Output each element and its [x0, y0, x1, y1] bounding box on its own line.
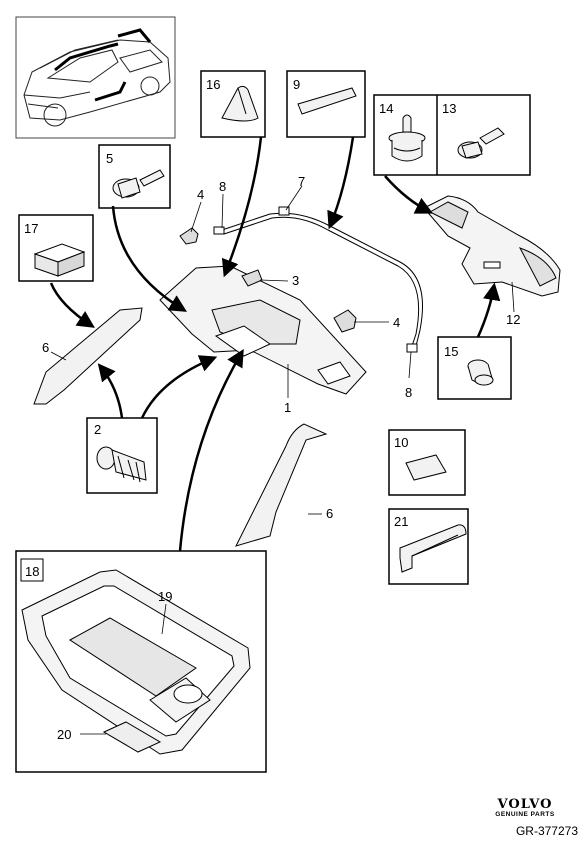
part-21-box	[388, 508, 469, 585]
callout-6-left: 6	[42, 340, 49, 355]
callout-20: 20	[57, 727, 71, 742]
part-10-box	[388, 429, 466, 496]
callout-8-upper: 8	[219, 179, 226, 194]
headliner-assembly	[159, 265, 367, 395]
callout-16: 16	[206, 77, 220, 92]
part-18-box	[15, 550, 267, 773]
part-15-box	[437, 336, 512, 400]
leader-lines	[50, 185, 515, 735]
brand-logo-text: VOLVO	[497, 797, 553, 812]
callout-7: 7	[298, 174, 305, 189]
callout-9: 9	[293, 77, 300, 92]
part-5-box	[98, 144, 171, 209]
callout-18: 18	[25, 564, 39, 579]
callout-5: 5	[106, 151, 113, 166]
callout-6-center: 6	[326, 506, 333, 521]
part-16-box	[200, 70, 266, 138]
rear-trim-part	[423, 195, 561, 297]
trim-panel-center	[235, 423, 328, 547]
callout-8-lower: 8	[405, 385, 412, 400]
trim-panel-left	[33, 307, 143, 405]
callout-12: 12	[506, 312, 520, 327]
pointer-arrows	[49, 136, 501, 552]
callout-1: 1	[284, 400, 291, 415]
part-14-13-box	[373, 94, 531, 176]
clip-parts	[179, 227, 357, 333]
callout-4-lower: 4	[393, 315, 400, 330]
callout-4-upper: 4	[197, 187, 204, 202]
callout-21: 21	[394, 514, 408, 529]
callout-19: 19	[158, 589, 172, 604]
callout-14: 14	[379, 101, 393, 116]
car-overview-inset	[15, 16, 176, 139]
callout-2: 2	[94, 422, 101, 437]
part-2-box	[86, 417, 158, 494]
callout-13: 13	[442, 101, 456, 116]
callout-labels: 16 9 14 13 5 4 8 7 17 3 12 4 6 15 8 1 2 …	[24, 77, 520, 742]
part-20-label-sheet	[102, 721, 162, 753]
part-17-box	[18, 214, 94, 282]
callout-3: 3	[292, 273, 299, 288]
reference-number: GR-377273	[515, 824, 578, 838]
callout-15: 15	[444, 344, 458, 359]
callout-10: 10	[394, 435, 408, 450]
connectors	[213, 206, 418, 353]
callout-17: 17	[24, 221, 38, 236]
brand-subtitle: GENUINE PARTS	[495, 811, 555, 818]
part-9-box	[286, 70, 366, 138]
